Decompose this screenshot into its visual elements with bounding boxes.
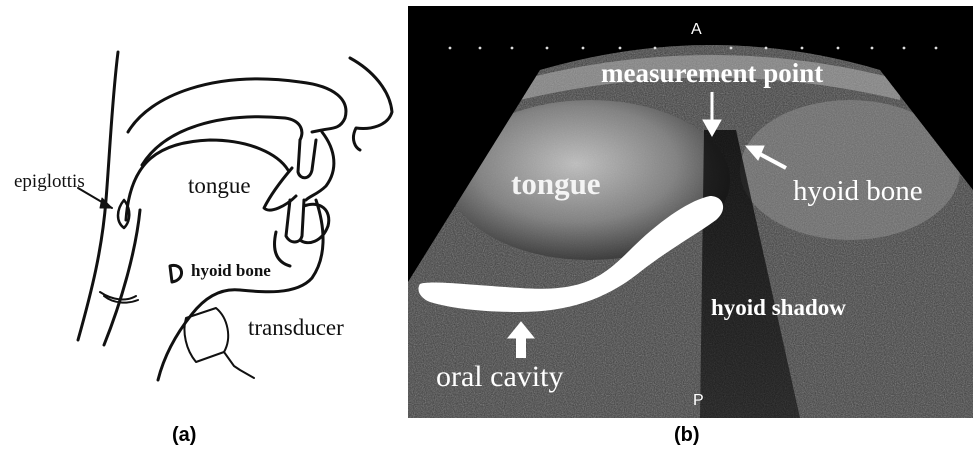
- label-tongue-b: tongue: [511, 168, 601, 199]
- hyoid-bone-shape: [170, 265, 182, 282]
- anatomy-drawing: [78, 52, 392, 380]
- label-measurement-point: measurement point: [601, 60, 823, 87]
- label-oral-cavity: oral cavity: [436, 362, 563, 392]
- label-tongue-a: tongue: [188, 174, 251, 197]
- pharynx-wall-inner: [104, 210, 140, 345]
- caption-a: (a): [172, 424, 196, 447]
- label-hyoid-bone-a: hyoid bone: [191, 262, 271, 279]
- orientation-top: A: [691, 22, 702, 38]
- upper-lip: [306, 132, 334, 200]
- transducer-shape: [184, 308, 254, 378]
- lower-incisor: [286, 200, 304, 242]
- palate-outline: [128, 79, 346, 132]
- label-transducer: transducer: [248, 316, 344, 339]
- chin-outline: [158, 200, 323, 380]
- caption-b: (b): [674, 424, 700, 447]
- upper-incisor: [298, 140, 316, 178]
- label-epiglottis: epiglottis: [14, 172, 85, 191]
- label-hyoid-shadow: hyoid shadow: [711, 296, 846, 319]
- orientation-bottom: P: [693, 393, 704, 409]
- nose-outline: [350, 58, 392, 150]
- upper-tooth-2: [264, 168, 296, 210]
- label-hyoid-bone-b: hyoid bone: [793, 177, 923, 206]
